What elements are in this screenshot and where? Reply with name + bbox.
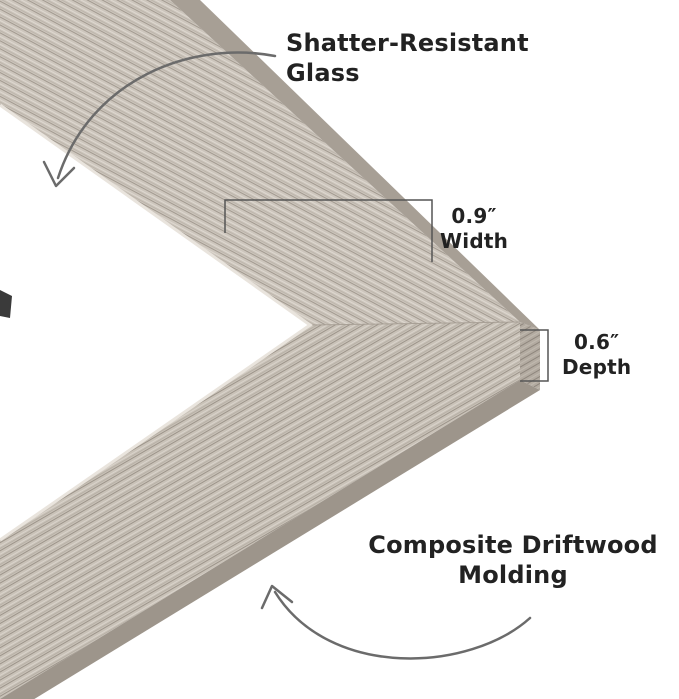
bracket-icon bbox=[520, 329, 549, 382]
depth-callout: 0.6″ Depth bbox=[562, 330, 631, 380]
depth-label: Depth bbox=[562, 355, 632, 379]
molding-callout-line2: Molding bbox=[458, 561, 568, 589]
glass-callout: Shatter-Resistant Glass bbox=[286, 28, 529, 88]
width-value: 0.9″ bbox=[451, 204, 497, 228]
curved-arrow-icon bbox=[42, 51, 277, 188]
photo-edge bbox=[0, 290, 12, 318]
curved-arrow-icon bbox=[260, 584, 532, 660]
glass-callout-line2: Glass bbox=[286, 59, 360, 87]
bracket-icon bbox=[224, 199, 433, 262]
width-label: Width bbox=[440, 229, 509, 253]
frame-top-rail bbox=[0, 0, 520, 325]
depth-value: 0.6″ bbox=[574, 330, 620, 354]
molding-callout: Composite Driftwood Molding bbox=[348, 530, 678, 590]
frame-depth-face bbox=[520, 322, 540, 390]
frame-side-edge bbox=[170, 0, 540, 330]
mitre-joint bbox=[309, 321, 521, 326]
frame-inner-lip bbox=[0, 103, 313, 542]
glass-callout-line1: Shatter-Resistant bbox=[286, 29, 529, 57]
frame-bottom-rail bbox=[0, 322, 520, 699]
width-callout: 0.9″ Width bbox=[440, 204, 508, 254]
molding-callout-line1: Composite Driftwood bbox=[368, 531, 658, 559]
frame-bottom-side bbox=[0, 380, 540, 699]
